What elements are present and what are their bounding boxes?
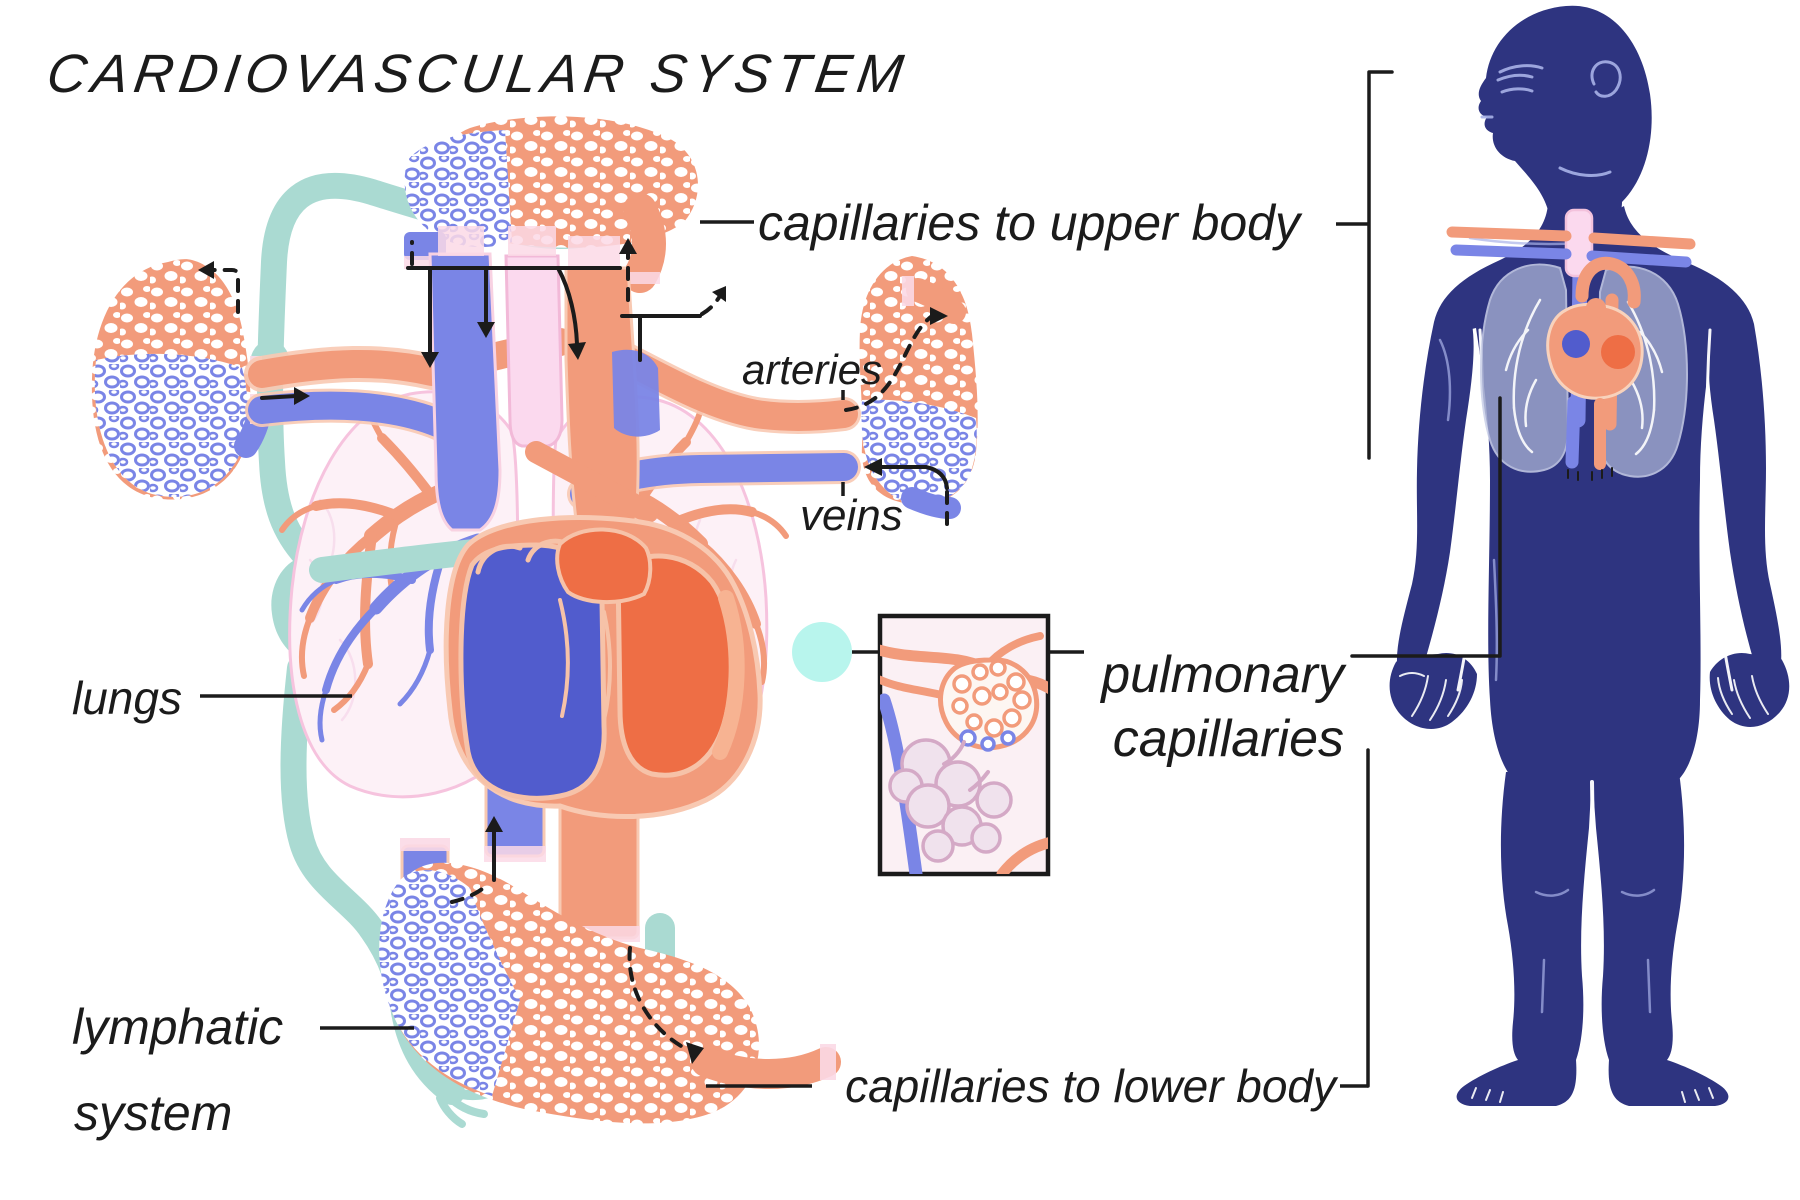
far-arm <box>1708 324 1782 673</box>
pulmonary-connector-line <box>1350 396 1502 658</box>
label-pulmonary-line1: pulmonary <box>1099 646 1347 704</box>
upper-body-bracket <box>1367 70 1394 460</box>
capillary-bed-lower <box>379 838 841 1124</box>
capillary-bed-right <box>859 256 978 519</box>
trachea <box>504 254 564 448</box>
great-vessels <box>244 226 861 942</box>
face-detail-lines <box>1480 60 1622 177</box>
heart-illustration <box>443 514 763 820</box>
capillary-highlight-circle <box>792 622 852 682</box>
chest-anatomy <box>1446 208 1696 481</box>
alveoli-inset <box>877 613 1051 877</box>
label-veins: veins <box>800 491 903 540</box>
label-arteries: arteries <box>742 346 882 393</box>
head <box>1478 5 1652 234</box>
capillary-bed-upper <box>404 116 698 293</box>
label-lungs: lungs <box>72 672 182 724</box>
left-foot <box>1456 1060 1577 1106</box>
human-body-figure <box>1389 5 1790 1106</box>
annotation-lines <box>200 70 1502 1088</box>
capillary-bed-left <box>91 259 272 500</box>
label-capillaries-lower: capillaries to lower body <box>845 1060 1339 1112</box>
flow-arrows <box>198 238 949 1064</box>
near-arm <box>1396 322 1474 675</box>
near-hand <box>1389 652 1477 729</box>
right-foot <box>1608 1060 1729 1106</box>
label-capillaries-upper: capillaries to upper body <box>758 195 1303 251</box>
left-leg <box>1500 772 1592 1060</box>
page-title: CARDIOVASCULAR SYSTEM <box>43 44 912 104</box>
alveoli-cluster <box>888 738 1013 863</box>
label-pulmonary-line2: capillaries <box>1113 710 1344 768</box>
superior-vena-cava <box>428 252 502 532</box>
right-leg <box>1592 772 1685 1060</box>
label-lymphatic-line2: system <box>74 1085 232 1141</box>
label-lymphatic-line1: lymphatic <box>72 999 283 1055</box>
